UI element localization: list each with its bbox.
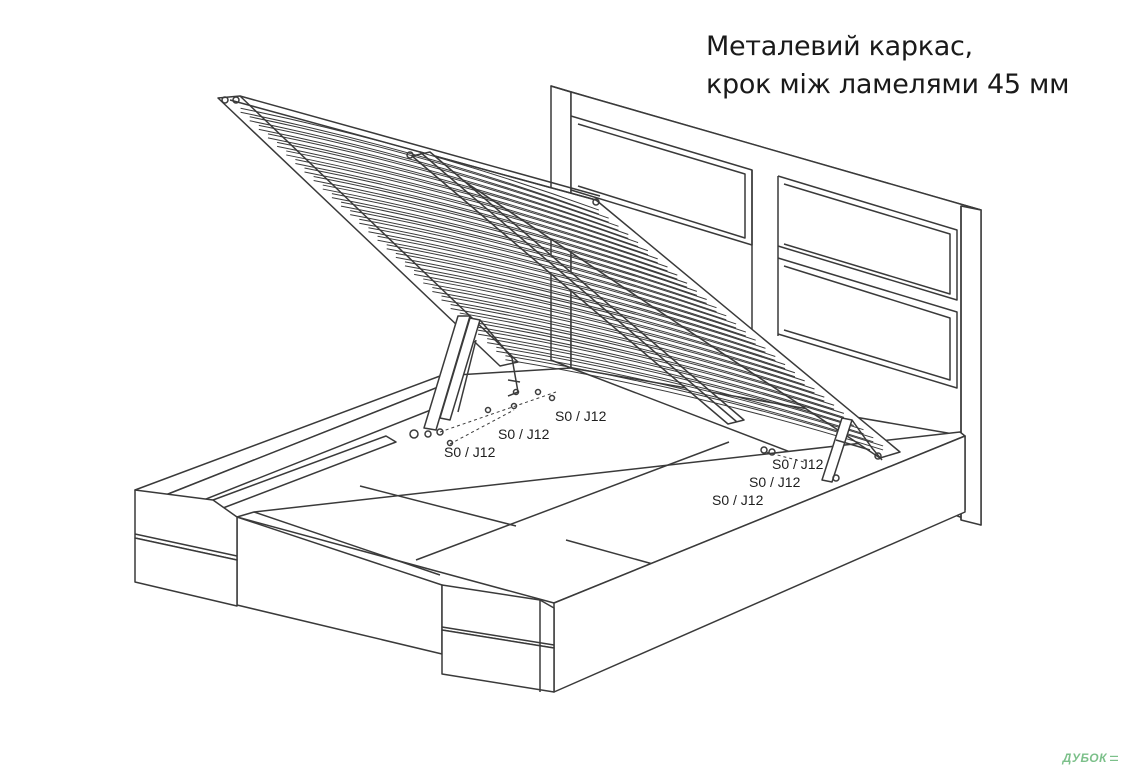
slat-edge <box>277 145 639 248</box>
brand-logo-mark: ▬▬▬▬ <box>1110 753 1118 762</box>
slat-edge <box>267 137 629 239</box>
brand-logo: ДУБОК ▬▬▬▬ <box>1063 751 1118 765</box>
slat <box>286 150 649 252</box>
fastener-label: S0 / J12 <box>555 408 607 424</box>
caption-line-2: крок між ламелями 45 мм <box>706 69 1070 100</box>
slat <box>368 227 737 325</box>
slat <box>340 201 707 301</box>
slat <box>404 261 776 357</box>
slat-edge <box>395 256 766 353</box>
slat <box>487 338 864 431</box>
slat <box>295 158 658 260</box>
slat <box>240 107 600 211</box>
slat <box>331 193 698 292</box>
slat-edge <box>340 205 707 305</box>
lift-mechanism-left <box>409 315 556 447</box>
fastener-label: S0 / J12 <box>772 456 824 472</box>
slat-edge <box>240 111 600 215</box>
caption-line-1: Металевий каркас, <box>706 31 973 62</box>
slat <box>304 167 668 268</box>
slat <box>313 176 678 276</box>
slat-edge <box>295 162 658 264</box>
leader-lines <box>439 391 805 463</box>
slat <box>441 295 815 390</box>
slat-edge <box>505 359 884 451</box>
slat-edge <box>450 308 825 402</box>
slat <box>395 252 766 349</box>
slat-edge <box>496 350 874 443</box>
slat-edge <box>459 316 835 410</box>
slat-edge <box>386 248 756 345</box>
slat-edge <box>423 282 796 378</box>
slat-edge <box>258 128 619 231</box>
slat-edge <box>286 154 649 256</box>
slat-edge <box>359 222 727 321</box>
slat <box>432 286 805 382</box>
slat <box>468 321 845 414</box>
fastener-label: S0 / J12 <box>749 474 801 490</box>
slat-edge <box>368 231 737 329</box>
slat-edge <box>331 197 698 296</box>
slat <box>350 210 717 309</box>
slat <box>359 218 727 317</box>
slat <box>505 355 884 447</box>
fastener-label: S0 / J12 <box>498 426 550 442</box>
slat-edge <box>404 265 776 361</box>
slat <box>277 141 639 244</box>
slat-edge <box>350 214 717 313</box>
brand-logo-text: ДУБОК <box>1062 751 1107 765</box>
lift-mechanism-right <box>760 417 883 483</box>
slat <box>386 244 756 341</box>
slat-edge <box>313 180 678 280</box>
slat-edge <box>414 273 786 370</box>
slat-edge <box>468 325 845 418</box>
slat <box>496 346 874 439</box>
slat <box>450 304 825 398</box>
slat-edge <box>377 239 747 337</box>
slat-edge <box>487 342 864 435</box>
slat <box>423 278 796 374</box>
slat <box>477 329 854 423</box>
slat-edge <box>477 333 854 427</box>
slat <box>414 269 786 366</box>
slat <box>249 116 609 219</box>
fastener-label: S0 / J12 <box>712 492 764 508</box>
slat-edge <box>249 120 609 223</box>
slat-edge <box>304 171 668 272</box>
bed-base <box>134 367 966 693</box>
slat <box>377 235 747 333</box>
slat <box>267 133 629 235</box>
slat <box>258 124 619 227</box>
fastener-label: S0 / J12 <box>444 444 496 460</box>
slat <box>322 184 688 284</box>
slat-edge <box>441 299 815 394</box>
headboard <box>550 85 982 526</box>
caption: Металевий каркас, крок між ламелями 45 м… <box>706 28 1070 104</box>
slat <box>459 312 835 406</box>
slat-edge <box>322 188 688 288</box>
slats <box>240 107 884 451</box>
slat-edge <box>432 290 805 386</box>
